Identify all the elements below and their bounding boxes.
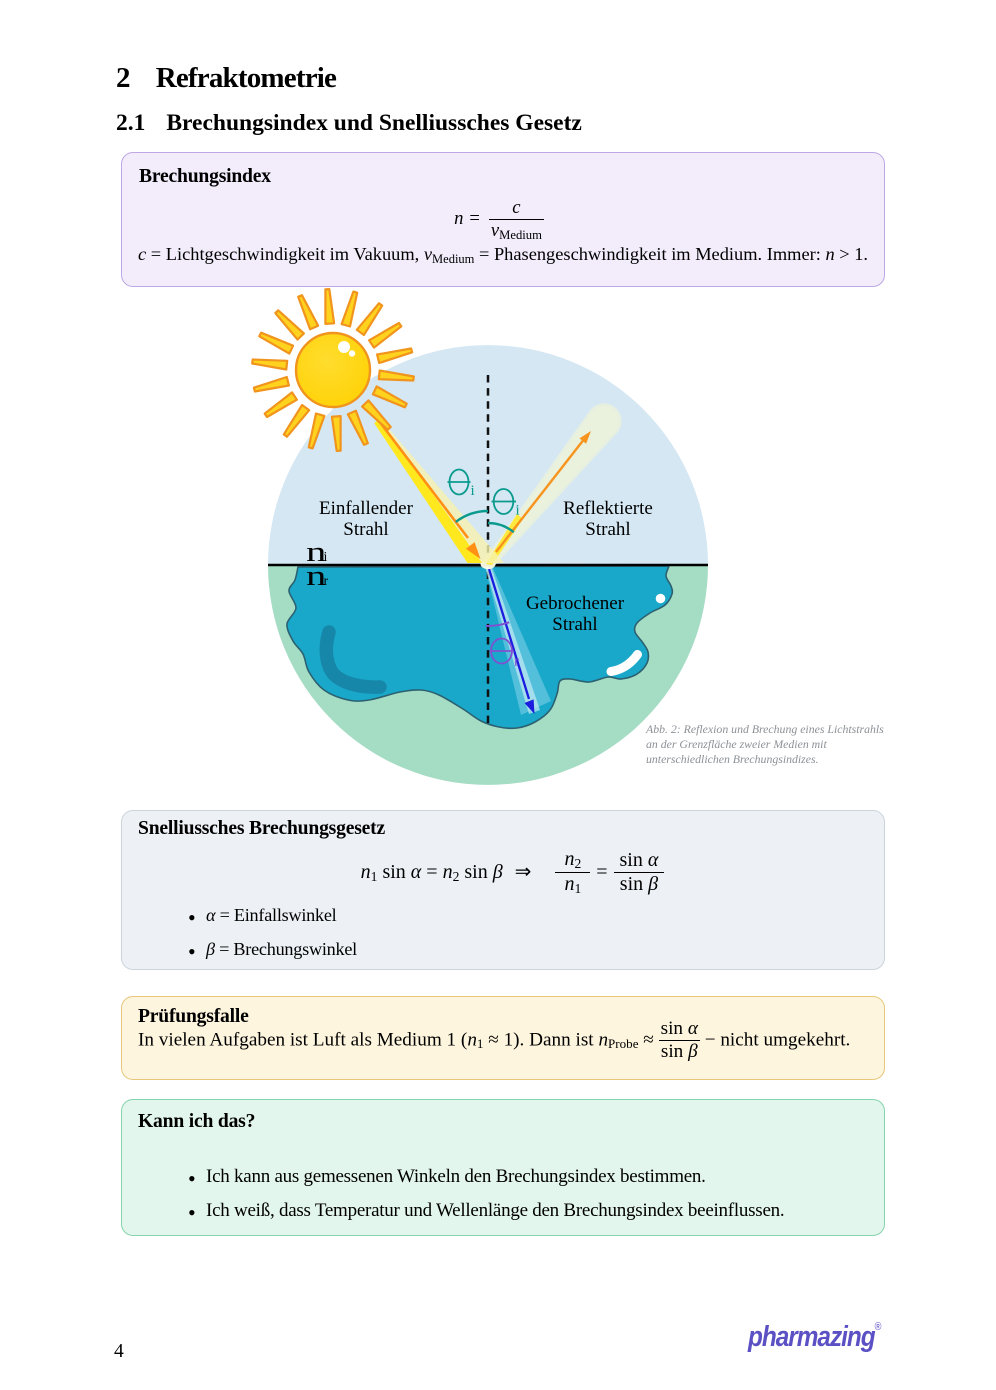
svg-text:r: r: [514, 654, 519, 670]
svg-text:i: i: [471, 483, 475, 499]
svg-text:i: i: [516, 503, 520, 519]
